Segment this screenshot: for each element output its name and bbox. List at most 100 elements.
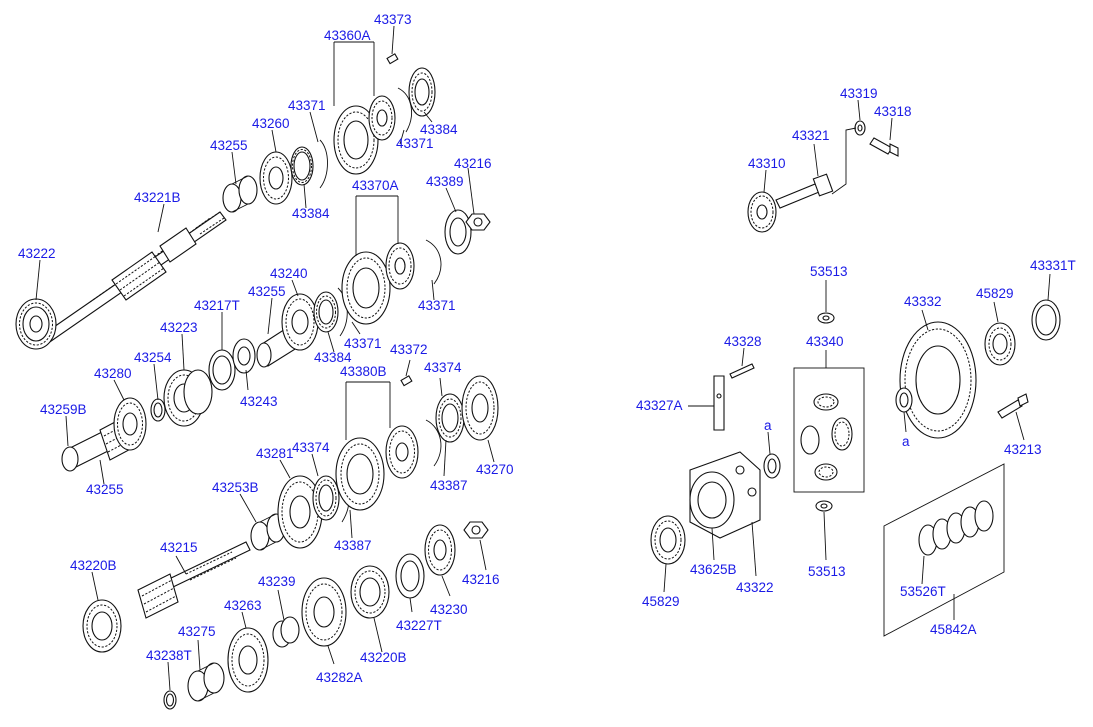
label-43220B: 43220B [360,650,407,665]
label-45829: 45829 [642,594,680,609]
label-43216: 43216 [454,156,492,171]
synchro-hub-43370A [341,242,415,325]
clutch-kit-box-45842A [883,463,1005,637]
label-43340: 43340 [806,334,844,349]
label-43280: 43280 [94,366,132,381]
gear-43260 [259,151,293,205]
diff-case-43322 [689,451,761,539]
label-43360A: 43360A [324,28,371,43]
label-43328: 43328 [724,334,762,349]
ring-gear-43332 [899,321,977,439]
leader-lines [35,25,1051,691]
ring-43384-upper [290,146,314,186]
gear-43263 [227,627,269,693]
label-43318: 43318 [874,104,912,119]
pinion-set-box-43340 [793,367,865,493]
label-43255: 43255 [248,284,286,299]
label-43384: 43384 [292,206,330,221]
gear-43240 [281,293,319,351]
nut-43216-lower [463,521,489,539]
bearing-43222 [15,298,57,350]
label-43282A: 43282A [316,670,363,685]
washer-53513-lower [815,500,833,512]
part-labels: 43373 43360A 43371 43260 43255 43371 433… [18,12,1076,685]
bearing-45829-left [650,515,686,565]
shaft-43321 [775,173,834,209]
bearing-43220B-right [350,565,390,619]
label-43332: 43332 [904,294,942,309]
label-43321: 43321 [792,128,830,143]
label-43239: 43239 [258,574,296,589]
label-43222: 43222 [18,246,56,261]
label-43371: 43371 [288,98,326,113]
label-43322: 43322 [736,580,774,595]
bushing-43255-upper [222,175,258,213]
label-43374: 43374 [424,360,462,375]
label-43625B: 43625B [690,562,737,577]
label-43384: 43384 [420,122,458,137]
label-43374: 43374 [292,440,330,455]
washer-43319 [854,120,866,136]
input-shaft [37,211,227,347]
label-43220B: 43220B [70,558,117,573]
label-43253B: 43253B [212,480,259,495]
label-43281: 43281 [256,446,294,461]
label-43238T: 43238T [146,648,192,663]
label-53526T: 53526T [900,584,946,599]
key-43372 [400,375,413,387]
spacer-43389 [444,209,472,255]
leader-43319-bracket [831,127,857,195]
bearing-43220B-left [82,599,122,653]
ring-43254 [150,398,166,422]
label-a: a [764,418,772,433]
output-shaft-43215 [137,541,251,619]
label-43227T: 43227T [396,618,442,633]
label-43216: 43216 [462,572,500,587]
label-43327A: 43327A [636,398,683,413]
snap-ring-43371-mid-right [425,239,442,285]
label-43259B: 43259B [40,402,87,417]
pinion-shaft-43327A [713,375,725,431]
label-43380B: 43380B [340,364,387,379]
seal-43331T [1031,299,1061,341]
gear-43282A [301,577,347,647]
label-43310: 43310 [748,156,786,171]
collar-43243 [232,338,256,374]
washer-43227T [395,553,425,599]
label-a: a [902,434,910,449]
bearing-43223 [163,369,213,427]
label-43331T: 43331T [1030,258,1076,273]
label-43371: 43371 [344,336,382,351]
label-43260: 43260 [252,116,290,131]
bolt-43318 [869,137,899,157]
label-43240: 43240 [270,266,308,281]
label-43372: 43372 [390,342,428,357]
label-43373: 43373 [374,12,412,27]
label-43275: 43275 [178,624,216,639]
synchro-hub-43360A [333,95,396,175]
key-43373 [386,53,399,65]
label-43270: 43270 [476,462,514,477]
speedometer-gear-43310 [747,191,777,233]
label-43387: 43387 [430,478,468,493]
ring-43374-right [435,393,465,443]
pin-43328 [729,363,755,379]
label-43217T: 43217T [194,298,240,313]
label-43370A: 43370A [352,178,399,193]
washer-53513-upper [817,312,835,324]
gear-43270 [461,375,499,441]
label-45842A: 45842A [930,622,977,637]
needle-bearing-43275 [187,662,225,702]
label-43230: 43230 [430,602,468,617]
washer-a-right [895,387,913,413]
label-43254: 43254 [134,350,172,365]
label-43215: 43215 [160,540,198,555]
bearing-45829-right [984,322,1016,366]
ring-43238T [163,690,177,710]
label-43255: 43255 [210,138,248,153]
label-53513: 53513 [810,264,848,279]
label-43371: 43371 [396,136,434,151]
label-43263: 43263 [224,598,262,613]
ring-43384-right [408,67,436,117]
